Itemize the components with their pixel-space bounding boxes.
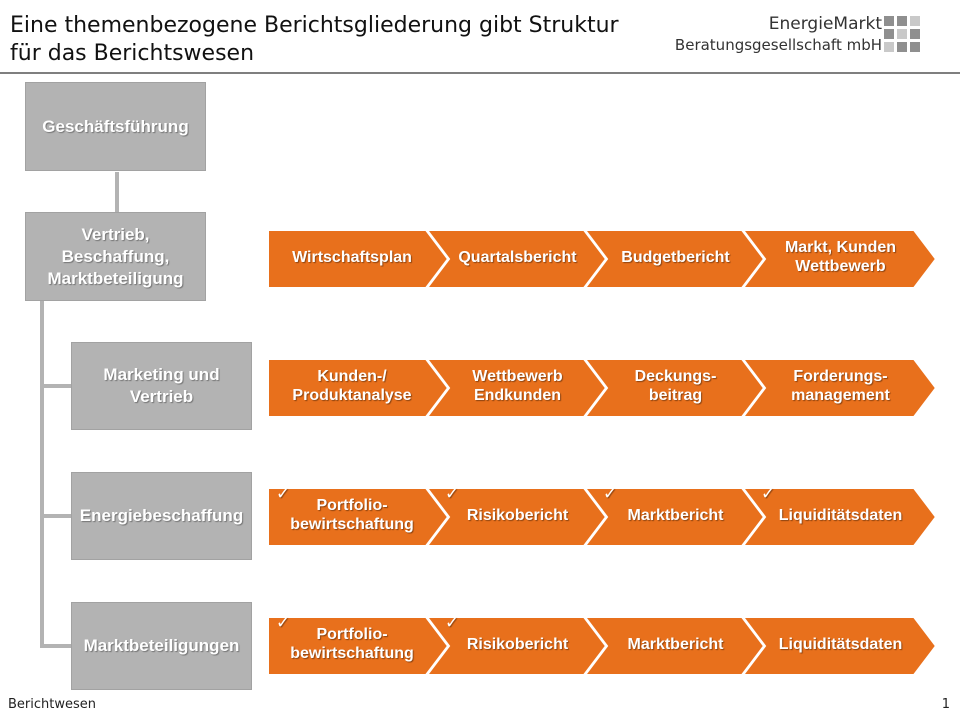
report-chevron-shape <box>424 487 608 547</box>
report-chevron-label: Forderungs- management <box>791 368 890 404</box>
report-chevron-label: Risikobericht <box>466 506 569 524</box>
report-chevron-shape <box>424 229 608 289</box>
report-chevron-shape <box>424 358 608 418</box>
connector-branch-1 <box>40 384 72 388</box>
report-chevron-label: Quartalsbericht <box>458 248 577 266</box>
report-chevron-label: Risikobericht <box>466 635 569 653</box>
report-chevron-shape <box>582 358 766 418</box>
connector-vertical <box>40 300 44 646</box>
checkmark-icon: ✓ <box>603 484 618 504</box>
report-chevron-label: Wettbewerb Endkunden <box>472 368 563 404</box>
report-chevron-shape <box>267 616 450 676</box>
org-box-label: Geschäftsführung <box>42 116 189 136</box>
report-chevron-shape <box>424 616 608 676</box>
report-chevron-label: Wirtschaftsplan <box>292 248 412 266</box>
report-chevron-label: Kunden-/ Produktanalyse <box>292 368 412 404</box>
connector-branch-3 <box>40 644 72 648</box>
org-box-geschaeftsfuehrung: Geschäftsführung <box>25 82 206 171</box>
logo-line-2: Beratungsgesellschaft mbH <box>674 36 882 54</box>
report-chevron-label: Marktbericht <box>627 506 724 524</box>
org-box-energiebeschaffung: Energiebeschaffung <box>71 472 252 560</box>
page-number: 1 <box>941 697 950 712</box>
report-chevron-shape <box>267 487 450 547</box>
report-chevron-label: Liquiditätsdaten <box>778 635 903 653</box>
org-box-label: Energiebeschaffung <box>79 506 244 525</box>
connector-top <box>115 172 119 212</box>
checkmark-icon: ✓ <box>276 484 291 504</box>
report-chevron-shape <box>582 616 766 676</box>
checkmark-icon: ✓ <box>445 613 460 633</box>
report-chevron-label: Portfolio- bewirtschaftung <box>290 626 414 662</box>
report-chevron-label: Markt, Kunden Wettbewerb <box>784 239 897 275</box>
org-box-marketing-vertrieb: Marketing und Vertrieb <box>71 342 252 430</box>
slide-title: Eine themenbezogene Berichtsgliederung g… <box>10 12 690 68</box>
connector-branch-2 <box>40 514 72 518</box>
org-box-marktbeteiligungen: Marktbeteiligungen <box>71 602 252 690</box>
report-chevron-shape <box>267 358 450 418</box>
report-chevron-label: Deckungs- beitrag <box>634 368 717 404</box>
report-chevron-shape <box>582 487 766 547</box>
report-chevron-label: Marktbericht <box>627 635 724 653</box>
report-chevron-label: Budgetbericht <box>621 248 730 266</box>
report-chevron-shape <box>740 616 938 676</box>
slide-title-line-1: Eine themenbezogene Berichtsgliederung g… <box>10 13 619 38</box>
footer-label: Berichtwesen <box>8 697 96 712</box>
slide-title-line-2: für das Berichtswesen <box>10 41 255 66</box>
report-chevron-label: Portfolio- bewirtschaftung <box>290 497 414 533</box>
report-chevron-shape <box>740 229 938 289</box>
org-box-label: Marktbeteiligungen <box>83 636 240 655</box>
report-chevron-shape <box>582 229 766 289</box>
title-divider <box>0 72 960 74</box>
logo-grid-icon <box>884 16 924 56</box>
report-chevron-shape <box>740 487 938 547</box>
checkmark-icon: ✓ <box>445 484 460 504</box>
report-chevron-shape <box>267 229 450 289</box>
org-box-label: Marketing und Vertrieb <box>103 365 220 406</box>
org-box-label: Vertrieb, Beschaffung, Marktbeteiligung <box>47 224 184 288</box>
logo-line-1: EnergieMarkt <box>768 14 882 34</box>
checkmark-icon: ✓ <box>761 484 776 504</box>
report-chevron-shape <box>740 358 938 418</box>
checkmark-icon: ✓ <box>276 613 291 633</box>
org-box-vertrieb-beschaffung: Vertrieb, Beschaffung, Marktbeteiligung <box>25 212 206 301</box>
company-logo: EnergieMarkt Beratungsgesellschaft mbH <box>675 14 940 60</box>
report-chevron-label: Liquiditätsdaten <box>778 506 903 524</box>
